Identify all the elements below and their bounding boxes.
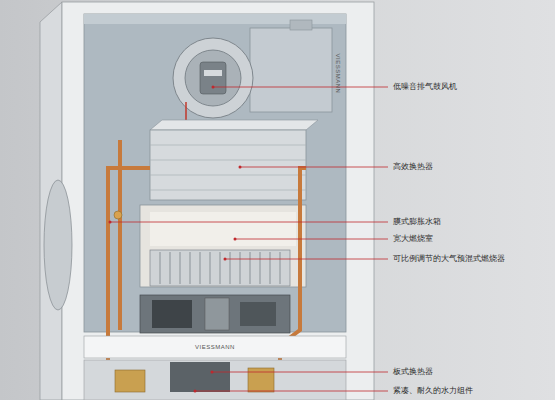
part-label: 高效换热器 [393, 162, 433, 172]
part-label: 紧凑、耐久的水力组件 [393, 386, 473, 396]
plate-exchanger [205, 298, 229, 330]
part-label: 膜式膨胀水箱 [393, 217, 441, 227]
exhaust-box [250, 28, 332, 112]
exchanger-fins [150, 145, 306, 190]
casing [62, 2, 374, 400]
burner [150, 250, 290, 286]
fitting [114, 211, 122, 219]
part-label: 低噪音排气鼓风机 [393, 82, 457, 92]
interior [84, 14, 346, 332]
leader-lines [110, 87, 388, 391]
pump [152, 300, 192, 328]
bottom-bay [84, 360, 346, 400]
fan-housing [173, 38, 253, 118]
leader-dots [109, 86, 242, 393]
flue [290, 20, 312, 30]
burner-fins [160, 252, 280, 284]
exchanger-top [150, 120, 318, 130]
expansion-tank [44, 180, 72, 310]
brass-valve [115, 370, 145, 392]
valve-block [240, 302, 276, 326]
part-label: 板式换热器 [393, 367, 433, 377]
heat-exchanger [150, 130, 306, 200]
hydraulic-block [140, 295, 290, 333]
part-label: 宽大燃烧室 [393, 234, 433, 244]
bottom-component [170, 362, 230, 392]
fan-detail [204, 70, 222, 76]
brand-mark: VIESSMANN [195, 344, 235, 351]
fan-rotor [185, 50, 241, 106]
part-label: 可比例调节的大气预混式燃烧器 [393, 254, 505, 264]
brand-mark: VIESSMANN [335, 54, 342, 94]
chamber-inner [150, 212, 296, 246]
fan-motor [200, 62, 226, 94]
control-panel [84, 336, 346, 358]
combustion-chamber [140, 205, 306, 287]
